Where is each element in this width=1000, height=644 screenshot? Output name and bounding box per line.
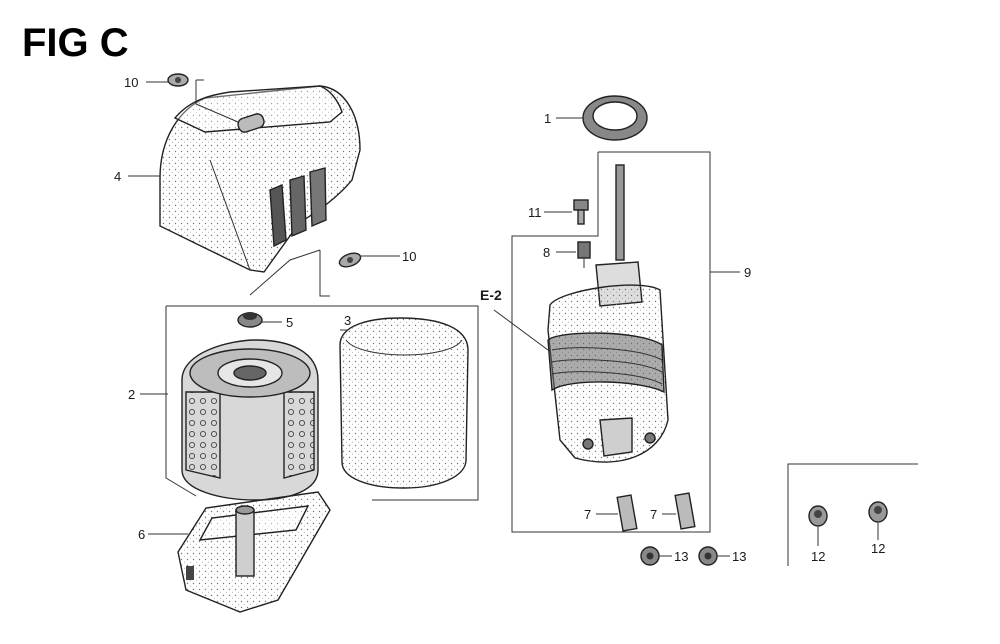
callout-10-top: 10 — [124, 75, 138, 90]
foam-filter-element — [339, 317, 469, 489]
callout-8: 8 — [543, 245, 550, 260]
grommet — [237, 312, 263, 328]
callout-6: 6 — [138, 527, 145, 542]
callout-12-right: 12 — [871, 541, 885, 556]
gasket-ring — [582, 95, 648, 141]
callout-12-left: 12 — [811, 549, 825, 564]
air-cleaner-case — [547, 164, 669, 463]
stud-pin-right — [674, 492, 696, 530]
callout-1: 1 — [544, 111, 551, 126]
callout-5: 5 — [286, 315, 293, 330]
callout-9: 9 — [744, 265, 751, 280]
collar — [577, 241, 591, 259]
callout-7-left: 7 — [584, 507, 591, 522]
nut-12-right — [868, 501, 888, 523]
bracket-filter-group — [165, 306, 197, 497]
callout-13-right: 13 — [732, 549, 746, 564]
callout-13-left: 13 — [674, 549, 688, 564]
callout-11: 11 — [528, 205, 542, 220]
callout-4: 4 — [114, 169, 121, 184]
bracket-assembly-9 — [511, 151, 711, 533]
bolt — [573, 199, 589, 225]
air-cleaner-cover — [159, 85, 361, 273]
figure-title: FIG C — [22, 21, 129, 65]
wing-nut-top — [167, 73, 189, 87]
nut-12-left — [808, 505, 828, 527]
bracket-nut-group — [787, 463, 918, 566]
paper-filter-element — [181, 339, 319, 501]
stud-pin-left — [616, 494, 638, 532]
air-cleaner-base — [177, 491, 331, 613]
flange-nut-right — [698, 546, 718, 566]
callout-10-middle: 10 — [402, 249, 416, 264]
callout-3: 3 — [344, 313, 351, 328]
callout-2: 2 — [128, 387, 135, 402]
wing-nut-middle — [338, 252, 362, 268]
callout-7-right: 7 — [650, 507, 657, 522]
flange-nut-left — [640, 546, 660, 566]
reference-e2: E-2 — [480, 287, 502, 303]
